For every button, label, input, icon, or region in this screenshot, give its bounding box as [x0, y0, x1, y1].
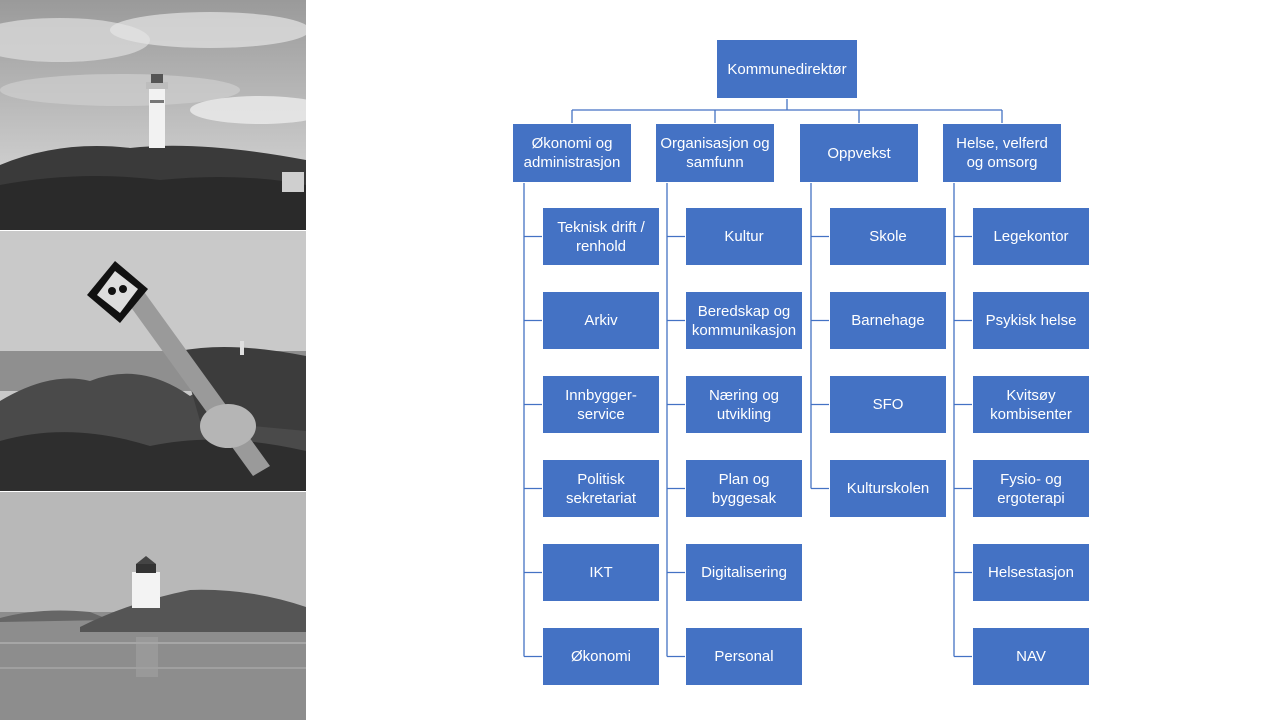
lighthouse-on-hill-photo — [0, 0, 306, 230]
unit-box-1-1: Beredskap og kommunikasjon — [685, 291, 803, 350]
unit-box-3-4: Helsestasjon — [972, 543, 1090, 602]
unit-box-0-3: Politisk sekretariat — [542, 459, 660, 518]
unit-box-3-0: Legekontor — [972, 207, 1090, 266]
unit-box-2-0: Skole — [829, 207, 947, 266]
unit-box-2-1: Barnehage — [829, 291, 947, 350]
unit-box-1-2: Næring og utvikling — [685, 375, 803, 434]
unit-box-2-3: Kulturskolen — [829, 459, 947, 518]
unit-box-3-2: Kvitsøy kombisenter — [972, 375, 1090, 434]
department-box-2: Oppvekst — [799, 123, 919, 183]
photo-strip — [0, 0, 306, 720]
unit-box-0-5: Økonomi — [542, 627, 660, 686]
unit-box-1-3: Plan og byggesak — [685, 459, 803, 518]
unit-box-1-4: Digitalisering — [685, 543, 803, 602]
unit-box-0-4: IKT — [542, 543, 660, 602]
department-box-1: Organisasjon og samfunn — [655, 123, 775, 183]
unit-box-0-2: Innbygger- service — [542, 375, 660, 434]
unit-box-1-0: Kultur — [685, 207, 803, 266]
unit-box-3-3: Fysio- og ergoterapi — [972, 459, 1090, 518]
small-lighthouse-islet-photo — [0, 492, 306, 720]
unit-box-0-1: Arkiv — [542, 291, 660, 350]
unit-box-1-5: Personal — [685, 627, 803, 686]
unit-box-3-1: Psykisk helse — [972, 291, 1090, 350]
root-box-kommunedirektor: Kommunedirektør — [716, 39, 858, 99]
warning-sign-rocks-photo — [0, 231, 306, 491]
unit-box-3-5: NAV — [972, 627, 1090, 686]
unit-box-2-2: SFO — [829, 375, 947, 434]
unit-box-0-0: Teknisk drift / renhold — [542, 207, 660, 266]
department-box-3: Helse, velferd og omsorg — [942, 123, 1062, 183]
department-box-0: Økonomi og administrasjon — [512, 123, 632, 183]
